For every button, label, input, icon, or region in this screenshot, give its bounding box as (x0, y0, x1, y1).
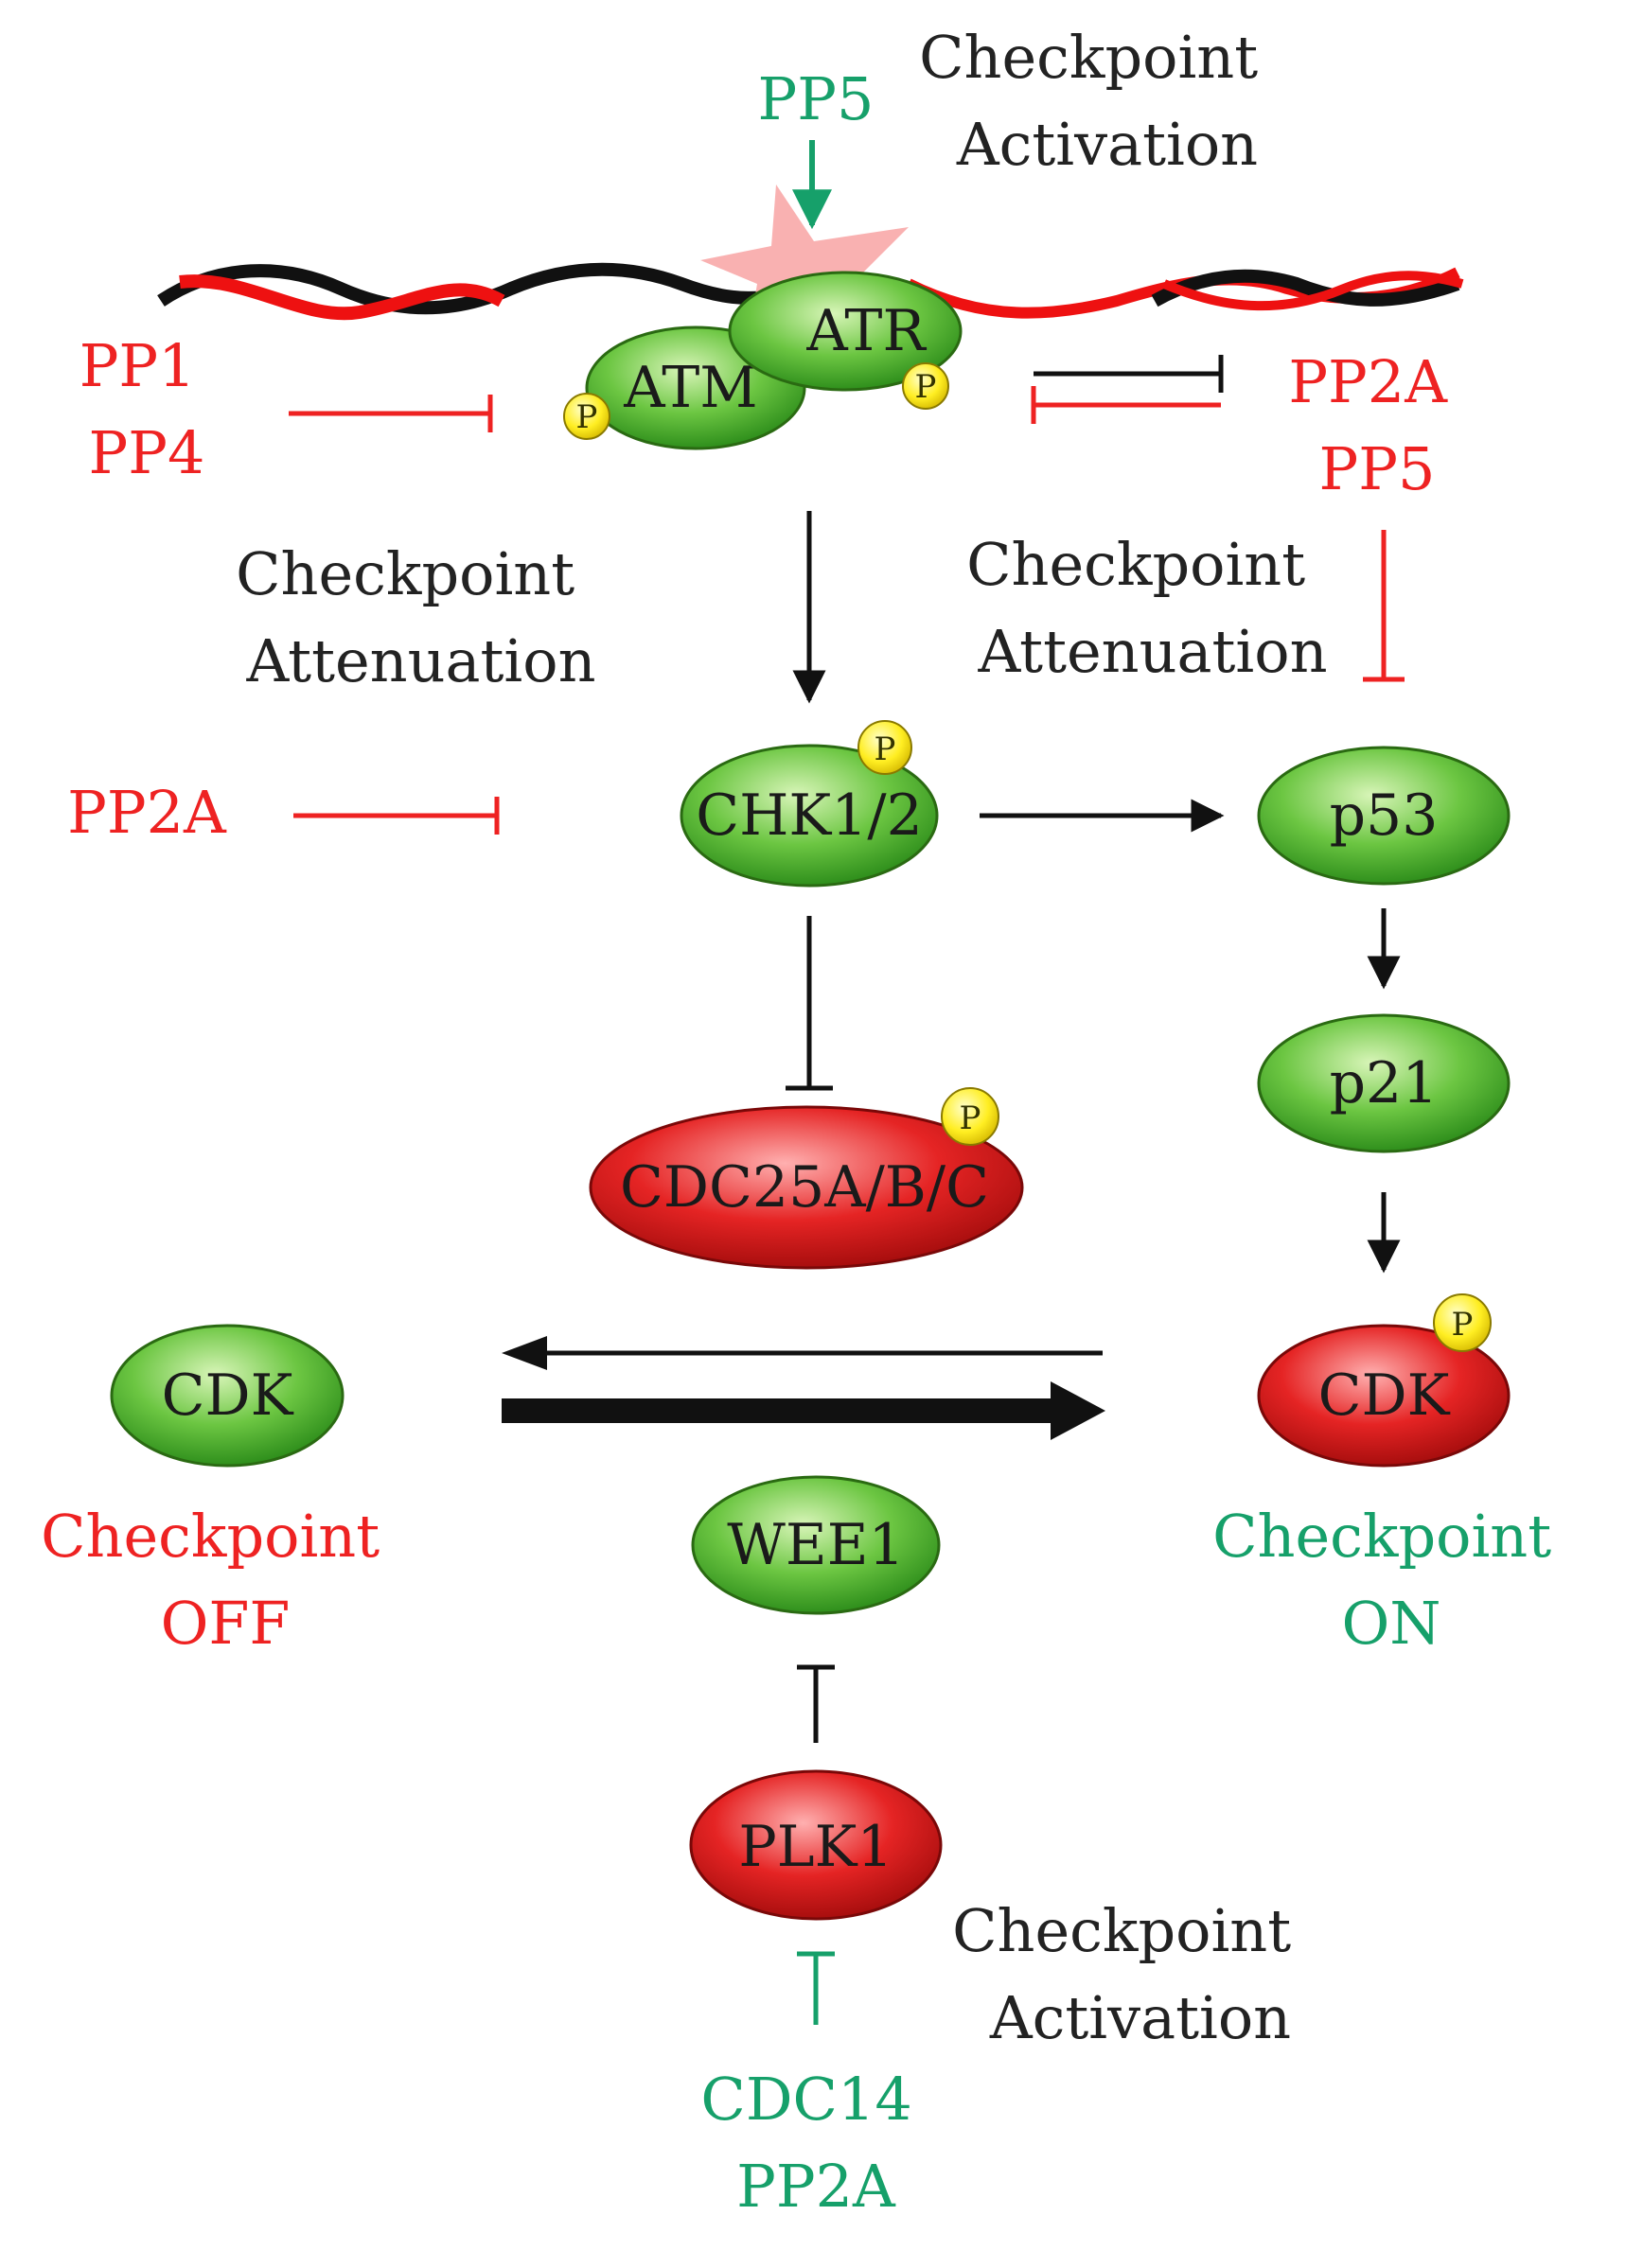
pp2a-pp5-right-label: PP2A PP5 (1288, 347, 1465, 503)
p21-label: p21 (1330, 1050, 1439, 1116)
cdk-equilibrium-arrows (502, 1336, 1105, 1440)
checkpoint-on-line2: ON (1341, 1589, 1440, 1658)
attenuation-right-label: Checkpoint Attenuation (966, 530, 1327, 686)
pp2a-bottom-label: PP2A (736, 2152, 896, 2221)
attenuation-right-line1: Checkpoint (966, 530, 1305, 599)
cdk-on-phospho-label: P (1452, 1306, 1474, 1344)
attenuation-left-line2: Attenuation (245, 626, 595, 695)
bottom-activation-line1: Checkpoint (952, 1896, 1291, 1965)
attenuation-left-line1: Checkpoint (236, 539, 574, 608)
attenuation-right-line2: Attenuation (977, 617, 1327, 686)
top-activation-line2: Activation (956, 110, 1258, 179)
plk1-node: PLK1 (689, 1769, 943, 1921)
p53-node: p53 (1257, 746, 1511, 886)
chk-inhibits-cdc25 (786, 916, 833, 1091)
dna-strand (157, 262, 1464, 321)
plk1-label: PLK1 (738, 1814, 893, 1880)
p53-label: p53 (1330, 782, 1439, 849)
cdc14-pp2a-inhibits-plk1 (797, 1951, 835, 2025)
atr-label: ATR (805, 298, 927, 364)
attenuation-left-label: Checkpoint Attenuation (236, 539, 595, 695)
top-activation-line1: Checkpoint (919, 23, 1258, 92)
pp5-activator-label: PP5 (758, 64, 875, 133)
atm-phospho: P (563, 393, 610, 440)
atm-phospho-label: P (576, 398, 598, 436)
cdk-on-phospho: P (1433, 1293, 1492, 1352)
chk-phospho: P (857, 720, 912, 775)
atr-phospho: P (902, 362, 949, 410)
p21-node: p21 (1257, 1013, 1511, 1153)
chk-label: CHK1/2 (696, 782, 923, 849)
pp4-label: PP4 (89, 418, 205, 487)
cdc25-node: CDC25A/B/C (589, 1105, 1024, 1270)
chk-node: CHK1/2 (680, 744, 939, 888)
cdc25-label: CDC25A/B/C (620, 1154, 989, 1221)
bottom-activation-line2: Activation (989, 1983, 1291, 2052)
cdk-on-label: CDK (1318, 1363, 1451, 1429)
atr-phospho-label: P (915, 368, 937, 406)
cdc25-phospho: P (941, 1087, 999, 1146)
pp1-pp4-label: PP1 PP4 (80, 331, 215, 487)
checkpoint-off-label: Checkpoint OFF (41, 1502, 398, 1658)
atm-label: ATM (623, 355, 758, 421)
cdc14-label: CDC14 (700, 2065, 911, 2134)
wee1-label: WEE1 (727, 1512, 904, 1578)
pp5-right-label: PP5 (1319, 434, 1436, 503)
wee1-node: WEE1 (691, 1475, 941, 1615)
pp2a-right-label: PP2A (1288, 347, 1448, 416)
pp2a-pp5-inhibits-p53 (1363, 530, 1405, 682)
checkpoint-off-line1: Checkpoint (41, 1502, 380, 1571)
pp2a-pp5-inhibits-atm-atr (1031, 386, 1221, 424)
cdk-on-node: CDK (1257, 1324, 1511, 1468)
cdk-off-label: CDK (162, 1363, 294, 1429)
checkpoint-on-label: Checkpoint ON (1212, 1502, 1570, 1658)
bottom-activation-label: Checkpoint Activation (952, 1896, 1310, 2052)
atm-atr-inhibits-pp2a-pp5 (1034, 355, 1224, 393)
pp2a-inhibits-chk (293, 797, 500, 835)
pp2a-left-label: PP2A (67, 778, 227, 847)
atr-node: ATR (728, 271, 963, 392)
pp1-label: PP1 (80, 331, 196, 400)
top-activation-label: Checkpoint Activation (919, 23, 1277, 179)
pp1-pp4-inhibition (289, 395, 493, 432)
cdk-off-node: CDK (110, 1324, 345, 1468)
checkpoint-off-line2: OFF (161, 1589, 291, 1658)
cdc25-phospho-label: P (960, 1099, 981, 1137)
checkpoint-on-line1: Checkpoint (1212, 1502, 1551, 1571)
cdc14-pp2a-label: CDC14 PP2A (700, 2065, 930, 2221)
chk-phospho-label: P (875, 730, 896, 768)
plk1-inhibits-wee1 (797, 1664, 835, 1743)
